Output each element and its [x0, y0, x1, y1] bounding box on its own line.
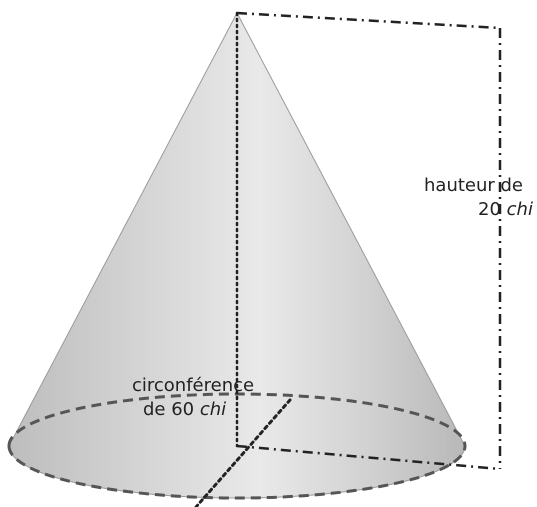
height-unit: chi	[506, 199, 533, 220]
circumference-label-line2: de 60 chi	[143, 399, 226, 421]
circumference-value: de 60	[143, 399, 195, 420]
circumference-label-line1: circonférence	[132, 375, 254, 397]
circumference-label-text: circonférence	[132, 375, 255, 396]
height-value: 20	[478, 199, 501, 220]
diagonal-dotted-line	[194, 398, 292, 507]
height-label-text: hauteur de	[424, 175, 524, 196]
height-label-line1: hauteur de	[424, 175, 523, 197]
radius-line	[236, 444, 501, 471]
height-bracket-top	[236, 11, 501, 30]
circumference-unit: chi	[199, 399, 227, 420]
base-front-dashed	[7, 445, 467, 500]
height-label-line2: 20 chi	[478, 199, 533, 221]
